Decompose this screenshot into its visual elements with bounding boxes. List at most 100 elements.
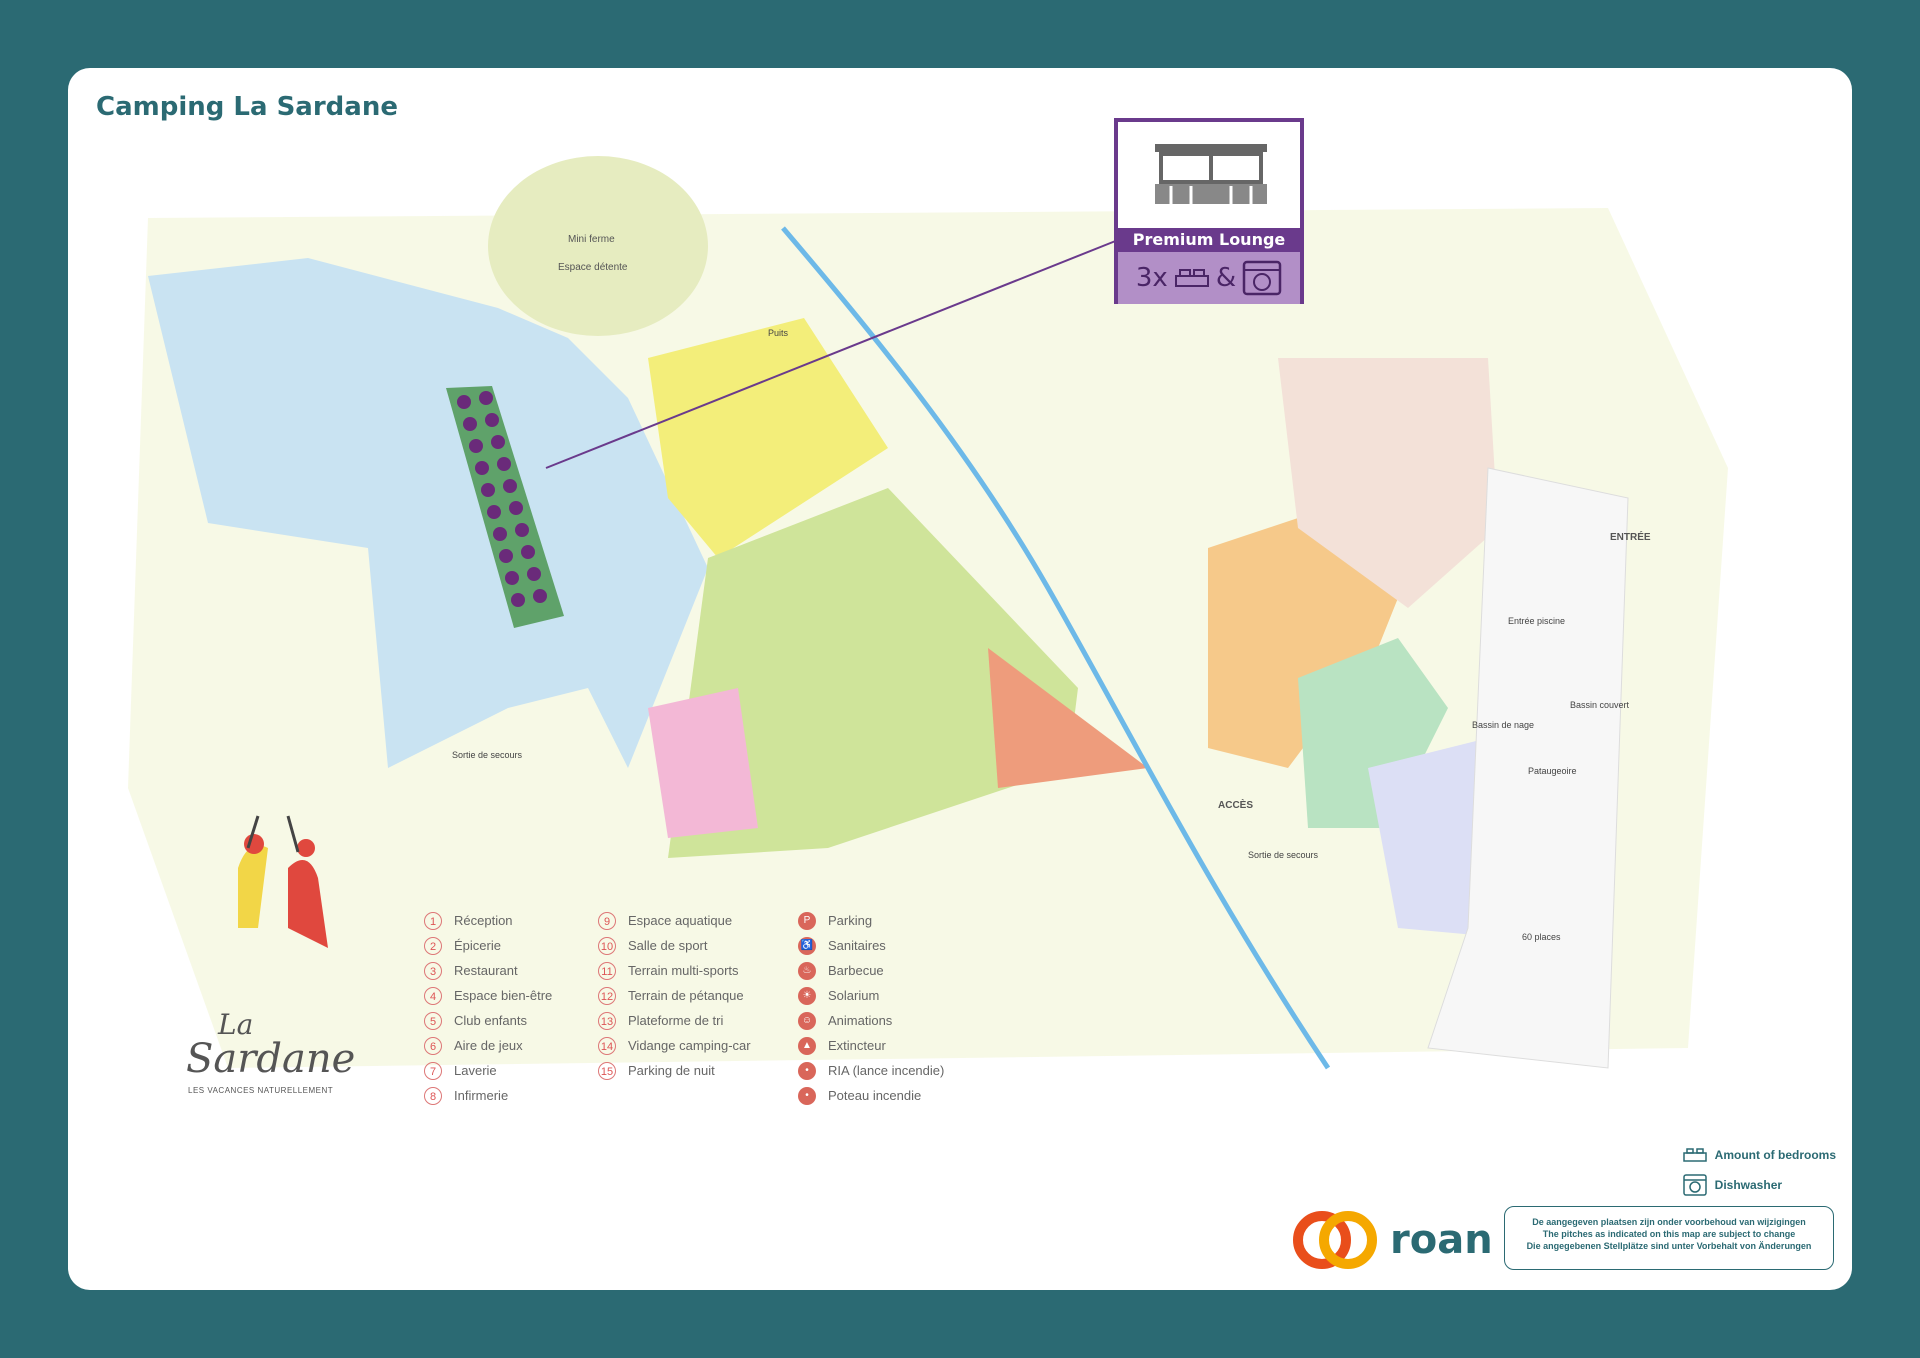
legend-symbol-icon: ☀ (798, 986, 816, 1005)
legend-label: RIA (lance incendie) (828, 1063, 945, 1078)
premium-lounge-features: 3x & (1118, 252, 1300, 304)
legend-number: 8 (424, 1086, 442, 1105)
legend-item: ♿Sanitaires (798, 933, 944, 958)
zone-right-strip (1427, 467, 1629, 1069)
legend-label: Animations (828, 1013, 893, 1028)
acces-label: ACCÈS (1218, 798, 1253, 811)
legend-label: Poteau incendie (828, 1088, 922, 1103)
dishwasher-icon (1682, 1174, 1707, 1196)
logo-sardane: Sardane (186, 1036, 356, 1082)
la-sardane-logo-art (238, 815, 328, 948)
disclaimer-box: De aangegeven plaatsen zijn onder voorbe… (1504, 1206, 1834, 1270)
key-dishwasher: Dishwasher (1682, 1170, 1836, 1200)
legend-number: 11 (598, 961, 616, 980)
legend-label: Aire de jeux (454, 1038, 523, 1053)
legend-item: ☺ Animations (798, 1008, 944, 1033)
legend-symbol-icon: ▲ (798, 1036, 816, 1055)
lodge-icon (1155, 144, 1267, 204)
premium-pitch (497, 457, 511, 471)
campsite-map: Mini ferme Espace détente (128, 156, 1728, 1070)
legend-symbol-icon: • (798, 1061, 816, 1080)
premium-pitch (521, 545, 535, 559)
legend-label: Salle de sport (628, 938, 708, 953)
legend-label: Parking (828, 913, 873, 928)
legend-item: ☀ Solarium (798, 983, 944, 1008)
disclaimer-nl: De aangegeven plaatsen zijn onder voorbe… (1532, 1217, 1806, 1227)
roan-brand: roan (1292, 1210, 1493, 1270)
bassin-couvert-label: Bassin couvert (1570, 700, 1630, 710)
premium-pitch (511, 593, 525, 607)
legend-label: Barbecue (828, 963, 884, 978)
legend-number: 3 (424, 961, 442, 980)
legend-number: 7 (424, 1061, 442, 1080)
key-dishwasher-label: Dishwasher (1714, 1178, 1783, 1192)
mini-ferme-label: Mini ferme (568, 234, 615, 245)
key-bedrooms: Amount of bedrooms (1682, 1140, 1836, 1170)
sortie-secours-right: Sortie de secours (1248, 850, 1319, 860)
legend-label: Épicerie (454, 938, 501, 953)
legend-symbol-icon: P (798, 911, 816, 930)
premium-pitch (463, 417, 477, 431)
premium-lounge-title: Premium Lounge (1118, 228, 1300, 252)
legend-label: Laverie (454, 1063, 497, 1078)
roan-logo-icon (1293, 1211, 1377, 1269)
zone-beige-right (1278, 358, 1498, 608)
legend-label: Infirmerie (454, 1088, 509, 1103)
entree-piscine-label: Entrée piscine (1508, 616, 1565, 626)
legend-item: 7 Laverie (424, 1058, 552, 1083)
premium-pitch (503, 479, 517, 493)
amp: & (1215, 263, 1237, 293)
legend-item: 8 Infirmerie (424, 1083, 552, 1108)
key-bedrooms-label: Amount of bedrooms (1714, 1148, 1836, 1162)
puits-label: Puits (768, 328, 789, 338)
legend-number: 14 (598, 1036, 616, 1055)
entree-label: ENTRÉE (1610, 530, 1651, 543)
legend-number: 4 (424, 986, 442, 1005)
legend-label: Solarium (828, 988, 880, 1003)
bed-icon (1174, 269, 1209, 287)
legend-label: Terrain multi-sports (628, 963, 739, 978)
premium-pitch (479, 391, 493, 405)
premium-pitch (469, 439, 483, 453)
premium-pitch (487, 505, 501, 519)
legend-label: Extincteur (828, 1038, 886, 1053)
premium-pitch (493, 527, 507, 541)
premium-pitch (527, 567, 541, 581)
legend-number: 1 (424, 911, 442, 930)
bassin-nage-label: Bassin de nage (1472, 720, 1534, 730)
legend-number: 5 (424, 1011, 442, 1030)
premium-pitch (509, 501, 523, 515)
legend-symbol-icon: ☺ (798, 1011, 816, 1030)
logo-la: La (218, 1008, 254, 1041)
dishwasher-icon (1242, 260, 1282, 296)
bedroom-count: 3x (1135, 263, 1168, 293)
legend-item: •Poteau incendie (798, 1083, 944, 1108)
premium-pitch (533, 589, 547, 603)
premium-pitch (491, 435, 505, 449)
zone-green (668, 488, 1078, 858)
roan-wordmark: roan (1390, 1217, 1493, 1263)
disclaimer-en: The pitches as indicated on this map are… (1542, 1229, 1796, 1239)
map-card: Camping La Sardane Mini ferme Espace dét… (68, 68, 1852, 1290)
legend-item: ♨ Barbecue (798, 958, 944, 983)
pataugeoire-label: Pataugeoire (1528, 766, 1577, 776)
zone-blue (148, 258, 708, 768)
disclaimer-de: Die angegebenen Stellplätze sind unter V… (1526, 1241, 1812, 1251)
legend-number: 6 (424, 1036, 442, 1055)
premium-pitch (481, 483, 495, 497)
icon-key: Amount of bedrooms Dishwasher (1682, 1140, 1836, 1200)
zone-orange-triangle (988, 648, 1148, 788)
legend-label: Espace aquatique (628, 913, 733, 928)
legend-symbol-icon: ♨ (798, 961, 816, 980)
legend-item: P Parking (798, 908, 944, 933)
